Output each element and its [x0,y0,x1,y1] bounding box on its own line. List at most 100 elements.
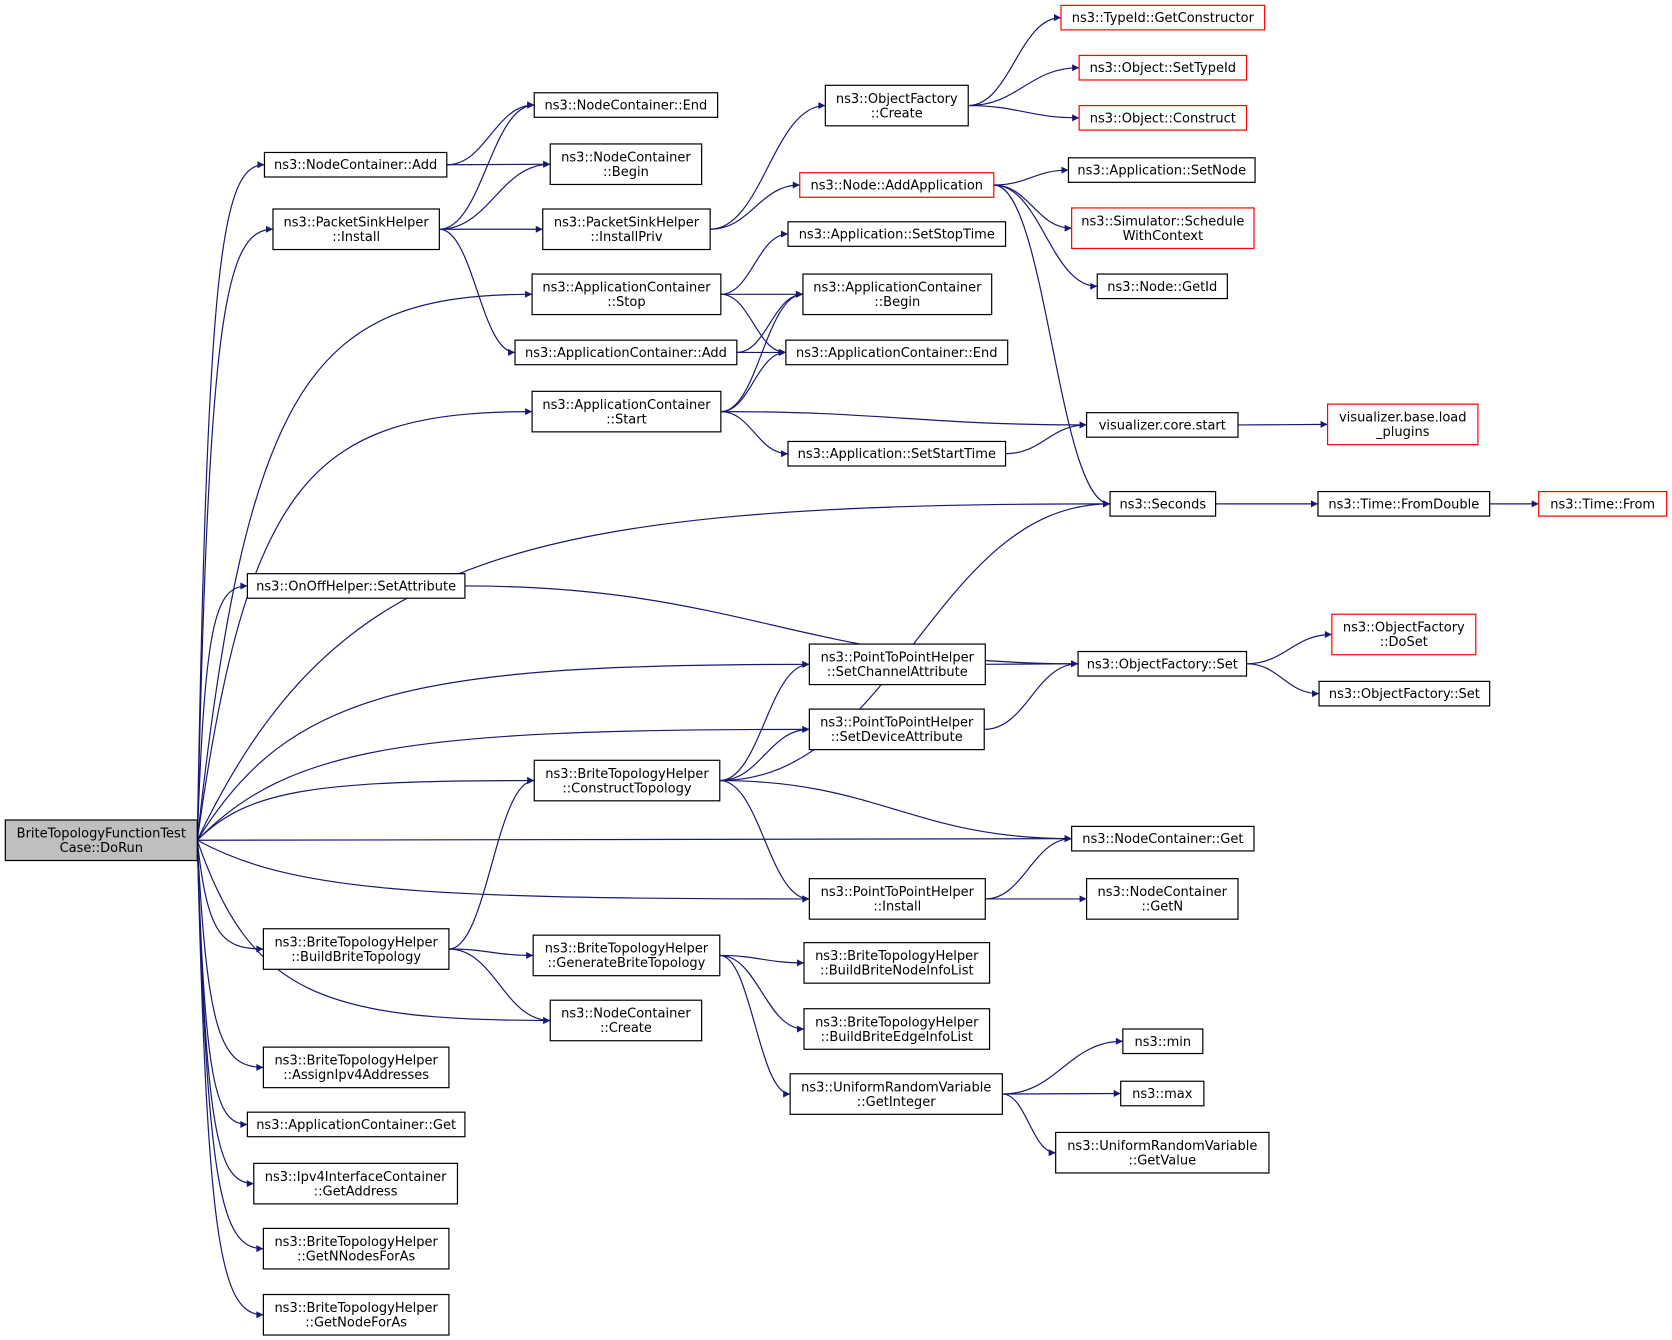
node-label-line: _plugins [1375,425,1430,440]
node-obj_construct[interactable]: ns3::Object::Construct [1078,104,1248,131]
node-label-line: ::GetValue [1128,1153,1196,1168]
node-label-line: ns3::UniformRandomVariable [1067,1139,1257,1154]
node-label-line: ns3::ApplicationContainer::Get [256,1118,456,1133]
node-label-line: ::SetDeviceAttribute [831,730,963,745]
node-bth_edgeinfo[interactable]: ns3::BriteTopologyHelper::BuildBriteEdge… [803,1008,991,1050]
node-label-line: ns3::NodeContainer [561,150,691,165]
node-vis_start[interactable]: visualizer.core.start [1085,412,1239,438]
node-bth_assign[interactable]: ns3::BriteTopologyHelper::AssignIpv4Addr… [262,1046,450,1089]
node-ac_start[interactable]: ns3::ApplicationContainer::Start [531,390,722,433]
node-box [785,339,1009,366]
node-box [1331,613,1477,656]
node-urv_getvalue[interactable]: ns3::UniformRandomVariable::GetValue [1055,1131,1270,1174]
node-of_doset[interactable]: ns3::ObjectFactory::DoSet [1331,613,1477,656]
edge-vis_start-to-vis_load [1238,420,1328,428]
node-of_create[interactable]: ns3::ObjectFactory::Create [824,84,969,127]
edge-ac_stop-to-ac_end [720,293,786,356]
node-label-line: ::GetAddress [314,1184,398,1199]
node-typeid_getctor[interactable]: ns3::TypeId::GetConstructor [1060,4,1266,31]
node-label-line: ns3::ObjectFactory::Set [1329,687,1480,702]
node-onoff_setattr[interactable]: ns3::OnOffHelper::SetAttribute [246,573,466,599]
edge-root-to-p2p_install [196,839,810,903]
node-bth_getnnodes[interactable]: ns3::BriteTopologyHelper::GetNNodesForAs [262,1227,450,1270]
edge-root-to-ac_get [196,840,248,1128]
node-label-line: ns3::BriteTopologyHelper [274,1054,438,1069]
node-bth_nodeinfo[interactable]: ns3::BriteTopologyHelper::BuildBriteNode… [803,942,991,984]
node-app_setstarttime[interactable]: ns3::Application::SetStartTime [787,440,1007,467]
node-ipv4_getaddr[interactable]: ns3::Ipv4InterfaceContainer::GetAddress [253,1162,459,1205]
node-of_set2[interactable]: ns3::ObjectFactory::Set [1318,680,1491,707]
node-p2p_install[interactable]: ns3::PointToPointHelper::Install [808,878,986,920]
node-nc_create[interactable]: ns3::NodeContainer::Create [549,999,703,1042]
node-nc_begin[interactable]: ns3::NodeContainer::Begin [549,143,703,186]
node-label-line: ns3::max [1132,1087,1193,1102]
node-ac_begin[interactable]: ns3::ApplicationContainer::Begin [802,273,993,316]
node-label-line: ns3::Application::SetStartTime [798,447,996,462]
node-ns3_max[interactable]: ns3::max [1120,1080,1205,1107]
node-urv_getint[interactable]: ns3::UniformRandomVariable::GetInteger [789,1073,1003,1115]
node-ac_stop[interactable]: ns3::ApplicationContainer::Stop [531,273,722,316]
node-vis_load[interactable]: visualizer.base.load_plugins [1326,403,1479,446]
edge-psh_install-to-nc_end [439,101,535,230]
node-ac_get[interactable]: ns3::ApplicationContainer::Get [246,1111,466,1138]
node-bth_construct[interactable]: ns3::BriteTopologyHelper::ConstructTopol… [533,759,721,802]
node-label-line: ns3::BriteTopologyHelper [815,949,979,964]
node-box [1060,4,1266,31]
node-nc_getn[interactable]: ns3::NodeContainer::GetN [1085,878,1239,920]
node-label-line: ::GetInteger [857,1095,936,1110]
node-of_set[interactable]: ns3::ObjectFactory::Set [1077,650,1248,677]
node-obj_settypeid[interactable]: ns3::Object::SetTypeId [1078,54,1248,81]
node-label-line: ns3::ObjectFactory [1343,621,1465,636]
node-nc_end[interactable]: ns3::NodeContainer::End [533,92,719,118]
edge-urv_getint-to-ns3_max [1002,1090,1121,1098]
node-ns3_min[interactable]: ns3::min [1122,1028,1204,1055]
node-bth_generate[interactable]: ns3::BriteTopologyHelper::GenerateBriteT… [532,934,721,977]
node-app_setnode[interactable]: ns3::Application::SetNode [1067,157,1256,183]
node-ac_add[interactable]: ns3::ApplicationContainer::Add [514,339,738,366]
node-node_getid[interactable]: ns3::Node::GetId [1096,273,1228,300]
node-label-line: ::ConstructTopology [562,781,691,796]
node-label-line: ns3::TypeId::GetConstructor [1072,11,1255,26]
node-p2p_setchan[interactable]: ns3::PointToPointHelper::SetChannelAttri… [808,643,986,686]
node-label-line: ns3::Object::SetTypeId [1090,61,1236,76]
edge-bth_construct-to-p2p_setdev [719,725,810,782]
node-box [803,942,991,984]
edge-urv_getint-to-ns3_min [1002,1037,1123,1095]
edge-root-to-bth_construct [196,777,535,841]
node-label-line: ns3::PacketSinkHelper [554,216,700,231]
node-label-line: ns3::Node::AddApplication [811,179,984,194]
edge-ac_start-to-ac_begin [720,290,803,413]
node-psh_installpriv[interactable]: ns3::PacketSinkHelper::InstallPriv [542,208,711,251]
node-time_fromdouble[interactable]: ns3::Time::FromDouble [1317,490,1491,517]
node-seconds[interactable]: ns3::Seconds [1109,490,1217,517]
node-box [4,819,198,862]
node-box [246,573,466,599]
node-bth_getnode[interactable]: ns3::BriteTopologyHelper::GetNodeForAs [262,1293,450,1336]
node-ac_end[interactable]: ns3::ApplicationContainer::End [785,339,1009,366]
node-bth_build[interactable]: ns3::BriteTopologyHelper::BuildBriteTopo… [262,928,450,970]
node-label-line: ::BuildBriteTopology [291,950,421,965]
node-node_addapp[interactable]: ns3::Node::AddApplication [799,172,995,198]
node-label-line: ns3::UniformRandomVariable [801,1080,991,1095]
edge-psh_install-to-nc_begin [439,160,551,230]
node-app_setstoptime[interactable]: ns3::Application::SetStopTime [787,221,1007,247]
edge-app_setstarttime-to-vis_start [1005,421,1087,455]
node-box [1077,650,1248,677]
node-box [1085,878,1239,920]
node-time_from[interactable]: ns3::Time::From [1538,490,1668,517]
node-label-line: ns3::NodeContainer [561,1007,691,1022]
edge-bth_construct-to-p2p_setchan [719,660,810,782]
node-box [803,1008,991,1050]
node-box [533,759,721,802]
node-box [262,928,450,970]
node-p2p_setdev[interactable]: ns3::PointToPointHelper::SetDeviceAttrib… [808,708,985,751]
node-nc_add[interactable]: ns3::NodeContainer::Add [263,151,448,178]
node-psh_install[interactable]: ns3::PacketSinkHelper::Install [272,208,440,251]
node-nc_get[interactable]: ns3::NodeContainer::Get [1071,825,1255,852]
edge-bth_construct-to-p2p_install [719,779,810,903]
node-box [787,221,1007,247]
edge-root-to-ac_stop [196,290,533,841]
